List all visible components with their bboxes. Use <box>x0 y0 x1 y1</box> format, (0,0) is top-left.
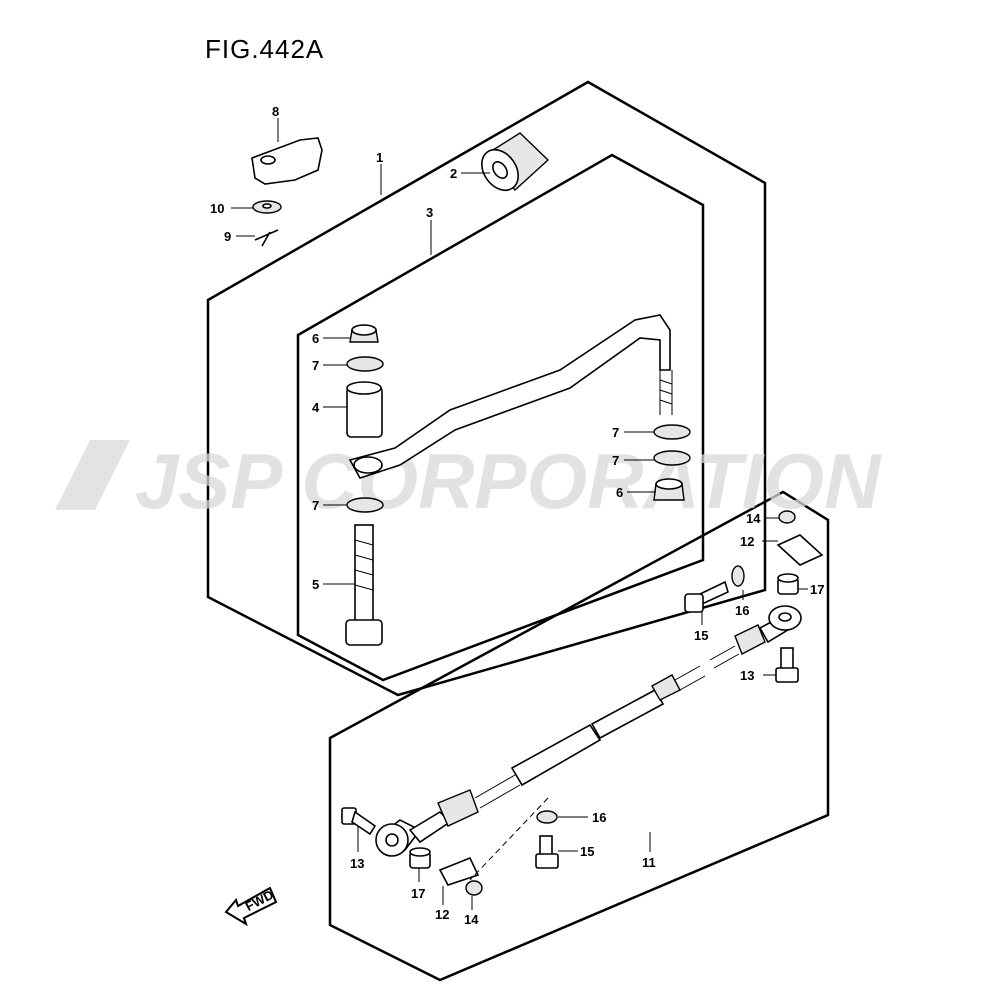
part-17-spacer-upper <box>777 573 799 595</box>
callout-2: 2 <box>450 166 457 181</box>
part-7-washer-b <box>653 424 691 440</box>
callout-1: 1 <box>376 150 383 165</box>
callout-16-lower: 16 <box>592 810 606 825</box>
figure-title: FIG.442A <box>205 34 324 64</box>
watermark-text: JSP CORPORATION <box>135 437 882 525</box>
part-8-clamp <box>251 137 323 185</box>
part-13-bolt-upper <box>775 647 799 683</box>
watermark: JSP CORPORATION <box>55 437 882 525</box>
part-6-nut-lower <box>653 478 685 501</box>
callout-15-upper: 15 <box>694 628 708 643</box>
callout-7-d: 7 <box>312 498 319 513</box>
part-2-bushing <box>481 132 550 192</box>
callout-7-a: 7 <box>312 358 319 373</box>
part-16-washer-upper <box>731 565 745 587</box>
part-9-clip <box>254 229 279 247</box>
callout-6-lower: 6 <box>616 485 623 500</box>
part-7-washer-c <box>653 450 691 466</box>
part-11-cable <box>375 665 706 857</box>
inner-box-group-3 <box>296 153 705 682</box>
part-15-bolt-lower <box>535 835 559 869</box>
leader-lines <box>231 118 808 910</box>
callout-14-upper: 14 <box>746 511 761 526</box>
callout-labels: 8 1 2 10 9 3 6 7 4 7 7 7 6 5 14 12 17 16… <box>210 104 824 927</box>
callout-15-lower: 15 <box>580 844 594 859</box>
part-15-bolt-upper <box>684 580 729 613</box>
callout-13-upper: 13 <box>740 668 754 683</box>
callout-12-lower: 12 <box>435 907 449 922</box>
lower-box-group-11 <box>328 490 830 982</box>
part-14-nut-lower <box>465 880 483 896</box>
callout-6-upper: 6 <box>312 331 319 346</box>
callout-12-upper: 12 <box>740 534 754 549</box>
callout-14-lower: 14 <box>464 912 479 927</box>
callout-9: 9 <box>224 229 231 244</box>
callout-8: 8 <box>272 104 279 119</box>
part-17-spacer-lower <box>409 847 431 869</box>
callout-7-c: 7 <box>612 453 619 468</box>
watermark-logo-mark <box>55 440 130 510</box>
fwd-arrow-icon: FWD <box>224 886 278 927</box>
part-14-nut-upper <box>778 510 796 524</box>
part-11-rod-end-upper <box>709 605 802 669</box>
part-6-nut-upper <box>349 324 379 343</box>
outer-box-group-1 <box>206 80 767 697</box>
part-5-bolt <box>345 524 383 646</box>
assembly-dashed-line <box>469 797 549 881</box>
part-10-washer <box>252 200 282 214</box>
callout-4: 4 <box>312 400 320 415</box>
part-3-rod <box>348 314 671 479</box>
part-12-bracket-lower <box>438 856 480 886</box>
callout-11: 11 <box>642 855 656 870</box>
part-7-washer-d <box>346 497 384 513</box>
part-4-collar <box>346 381 383 438</box>
part-16-washer-lower <box>536 810 558 824</box>
callout-10: 10 <box>210 201 224 216</box>
callout-13-lower: 13 <box>350 856 364 871</box>
part-3-rod-thread <box>659 370 673 415</box>
callout-17-upper: 17 <box>810 582 824 597</box>
callout-5: 5 <box>312 577 319 592</box>
part-13-bolt-lower <box>341 807 377 836</box>
callout-17-lower: 17 <box>411 886 425 901</box>
callout-16-upper: 16 <box>735 603 749 618</box>
callout-3: 3 <box>426 205 433 220</box>
callout-7-b: 7 <box>612 425 619 440</box>
part-12-bracket-upper <box>776 534 824 566</box>
part-3-rod-eye <box>353 456 383 474</box>
part-7-washer-a <box>346 356 384 372</box>
